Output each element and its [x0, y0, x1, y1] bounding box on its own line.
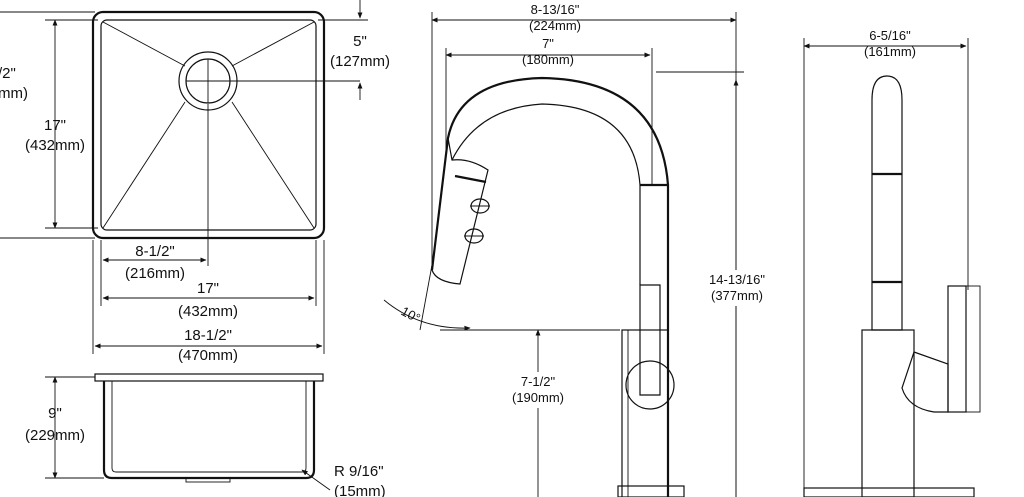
faucet-side-view: 8-13/16" (224mm) 7" (180mm) 14-13/16" (3…: [383, 2, 770, 497]
drain-offset-mm-label: (216mm): [125, 265, 185, 282]
height-total-mm-label: (377mm): [711, 288, 763, 303]
reach-spout-mm-label: (180mm): [522, 52, 574, 67]
sink-outer-rim: [91, 10, 326, 240]
sink-side-flange: [94, 373, 324, 382]
height-total-label: 14-13/16": [709, 272, 765, 287]
spout-clearance-mm-label: (190mm): [512, 390, 564, 405]
width-bowl-mm-label: (432mm): [178, 303, 238, 320]
front-spout: [871, 75, 903, 331]
faucet-spray-head: [431, 137, 489, 285]
radius-label: R 9/16": [334, 463, 384, 480]
spout-clearance-label: 7-1/2": [521, 374, 556, 389]
width-total-mm-label: (470mm): [178, 347, 238, 364]
depth-total-partial-label: /2": [0, 65, 16, 82]
drain-offset-label: 8-1/2": [135, 243, 175, 260]
faucet-base: [617, 485, 685, 497]
radius-mm-label: (15mm): [334, 483, 386, 497]
depth-bowl-mm-label: (432mm): [25, 137, 85, 154]
faucet-handle-lever: [639, 284, 661, 396]
front-body: [861, 329, 915, 497]
front-base: [803, 487, 975, 497]
reach-spout-label: 7": [542, 36, 554, 51]
side-height-mm-label: (229mm): [25, 427, 85, 444]
width-bowl-label: 17": [197, 280, 219, 297]
front-width-label: 6-5/16": [869, 28, 911, 43]
faucet-handle-hub: [625, 360, 675, 410]
drain-from-back-label: 5": [353, 33, 367, 50]
sink-bowl: [100, 19, 317, 231]
side-height-label: 9": [48, 405, 62, 422]
width-total-label: 18-1/2": [184, 327, 232, 344]
faucet-spout-inner: [451, 103, 641, 285]
sink-side-view: 9" (229mm) R 9/16" (15mm): [25, 373, 386, 497]
front-handle: [901, 351, 949, 413]
drain-from-back-mm-label: (127mm): [330, 53, 390, 70]
front-width-mm-label: (161mm): [864, 44, 916, 59]
reach-total-label: 8-13/16": [531, 2, 580, 17]
depth-bowl-label: 17": [44, 117, 66, 134]
faucet-front-view: 6-5/16" (161mm): [803, 28, 981, 497]
faucet-body: [621, 329, 669, 497]
sink-side-bowl: [102, 381, 316, 480]
reach-total-mm-label: (224mm): [529, 18, 581, 33]
front-handle-lever: [947, 285, 967, 413]
sink-top-view: 17" (432mm) /2" mm) 5" (127mm) 8-1/2" (2…: [0, 0, 390, 364]
faucet-spout-outer: [430, 76, 670, 497]
angle-label: 10°: [399, 303, 423, 325]
depth-total-partial-mm-label: mm): [0, 85, 28, 102]
